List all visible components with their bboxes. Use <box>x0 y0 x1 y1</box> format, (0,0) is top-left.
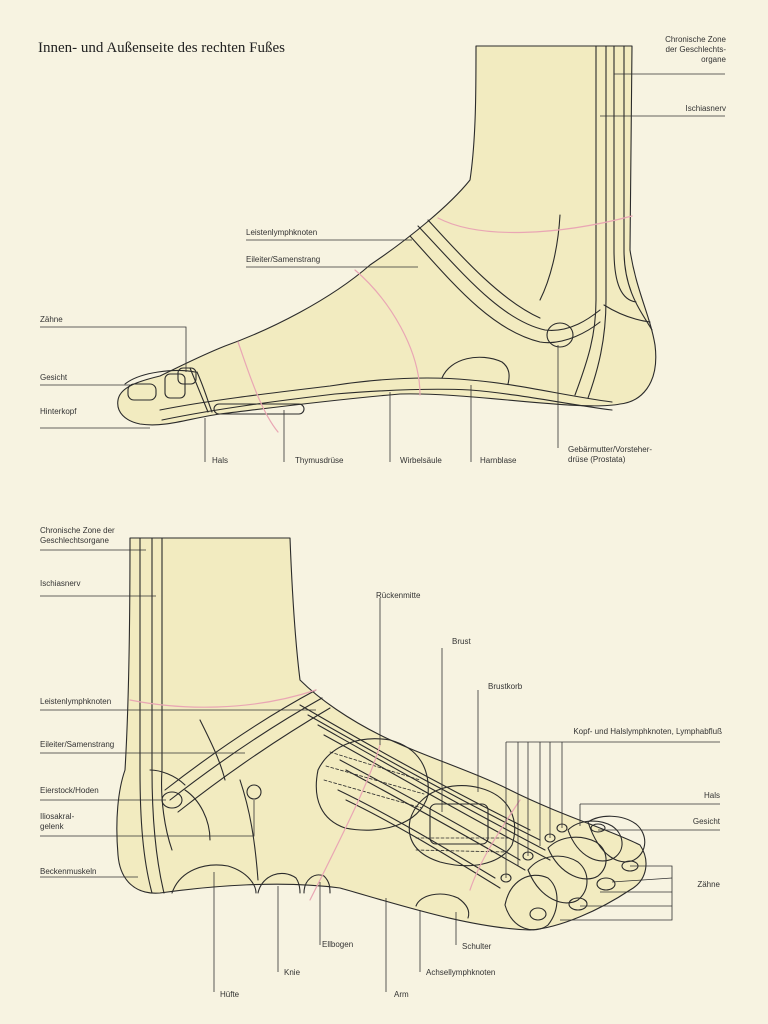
outer-hip-pad <box>171 864 257 894</box>
outer-leistenlymph-band <box>164 689 317 791</box>
label-outer-beckenmuskeln: Beckenmuskeln <box>40 867 97 876</box>
label-inner-chronische-zone: Chronische Zone der Geschlechts- organe <box>665 35 726 64</box>
outer-shoulder-pad <box>415 893 470 919</box>
inner-big-toe <box>124 369 196 385</box>
inner-sole-band <box>159 377 613 411</box>
label-inner-harnblase: Harnblase <box>480 456 517 465</box>
outer-ray-4 <box>337 789 496 879</box>
inner-eileiter-band <box>417 225 601 331</box>
outer-toe-5 <box>504 874 558 931</box>
outer-elbow-pad <box>303 874 331 894</box>
label-outer-ellbogen: Ellbogen <box>322 940 354 949</box>
label-inner-hinterkopf: Hinterkopf <box>40 407 77 416</box>
label-outer-kopf-hals: Kopf- und Halslymphknoten, Lymphabfluß <box>573 727 722 736</box>
label-outer-knie: Knie <box>284 968 301 977</box>
label-outer-zaehne: Zähne <box>697 880 720 889</box>
outer-ray-2 <box>317 724 546 851</box>
label-inner-zaehne: Zähne <box>40 315 63 324</box>
inner-uterus-node <box>546 322 574 348</box>
inner-foot-outline <box>117 45 657 426</box>
outer-ray-1 <box>299 704 531 831</box>
label-inner-gebaermutter: Gebärmutter/Vorsteher- drüse (Prostata) <box>568 445 653 464</box>
outer-breast-zone <box>408 785 516 867</box>
inner-ischiasnerv-lines <box>574 45 597 396</box>
inner-bladder <box>441 356 510 385</box>
inner-foot-diagram <box>117 45 657 433</box>
label-outer-iliosakral: Iliosakral- gelenk <box>40 812 75 831</box>
label-outer-brust: Brust <box>452 637 471 646</box>
label-outer-chronische-zone: Chronische Zone der Geschlechtsorgane <box>40 526 115 545</box>
inner-toe-nail <box>127 383 157 401</box>
inner-leader-lines <box>40 73 725 462</box>
label-outer-brustkorb: Brustkorb <box>488 682 523 691</box>
label-outer-eileiter: Eileiter/Samenstrang <box>40 740 115 749</box>
page-title: Innen- und Außenseite des rechten Fußes <box>38 40 286 56</box>
label-inner-leistenlymphknoten: Leistenlymphknoten <box>246 228 318 237</box>
outer-foot-diagram <box>116 537 647 931</box>
label-outer-ischiasnerv: Ischiasnerv <box>40 579 81 588</box>
label-inner-hals: Hals <box>212 456 229 465</box>
label-inner-wirbelsaeule: Wirbelsäule <box>400 456 442 465</box>
label-inner-ischiasnerv: Ischiasnerv <box>685 104 726 113</box>
label-outer-leistenlymphknoten: Leistenlymphknoten <box>40 697 112 706</box>
outer-iliosacral-node <box>246 784 262 800</box>
label-inner-gesicht: Gesicht <box>40 373 68 382</box>
outer-leader-lines <box>40 549 720 992</box>
label-outer-hals: Hals <box>703 791 720 800</box>
label-outer-gesicht: Gesicht <box>692 817 720 826</box>
inner-thymus-bar <box>213 403 305 415</box>
label-outer-eierstock: Eierstock/Hoden <box>40 786 99 795</box>
outer-toe-1 <box>587 815 646 863</box>
outer-knee-pad <box>257 873 301 894</box>
label-inner-eileiter: Eileiter/Samenstrang <box>246 255 321 264</box>
label-outer-huefte: Hüfte <box>220 990 240 999</box>
label-outer-arm: Arm <box>394 990 409 999</box>
label-outer-rueckenmitte: Rückenmitte <box>376 591 421 600</box>
label-outer-achsellymphknoten: Achsellymphknoten <box>426 968 496 977</box>
label-outer-schulter: Schulter <box>462 942 492 951</box>
outer-ischiasnerv-lines <box>139 537 153 894</box>
label-inner-thymusdruese: Thymusdrüse <box>295 456 344 465</box>
